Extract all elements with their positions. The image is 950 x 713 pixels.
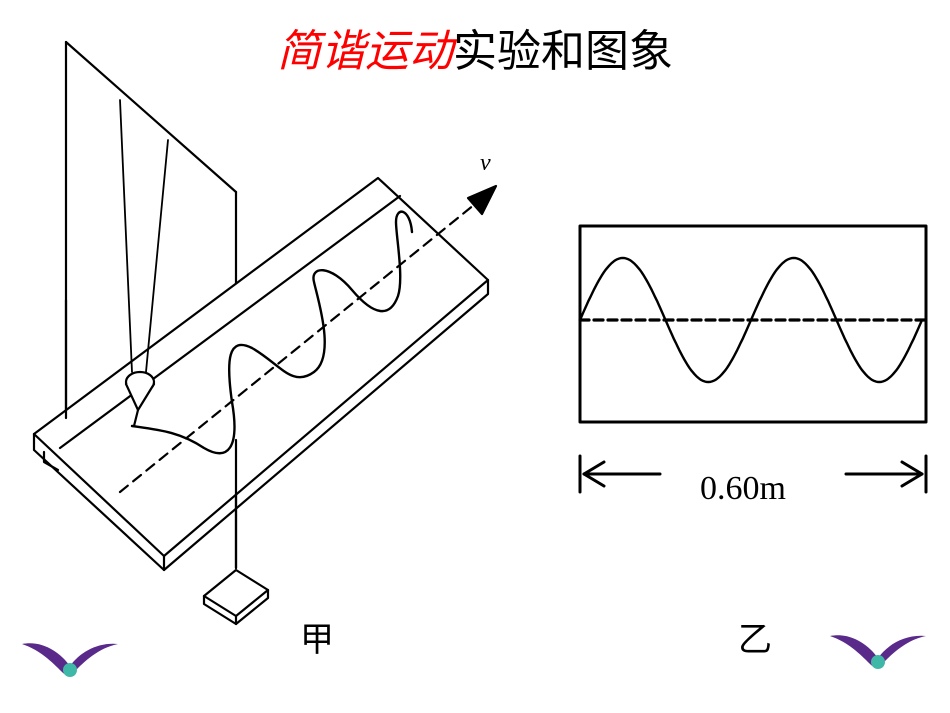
velocity-label: v — [480, 150, 491, 176]
distance-indicator — [578, 454, 928, 494]
sine-graph — [578, 224, 928, 424]
sand-trace — [130, 210, 414, 455]
pendulum-strings — [119, 99, 169, 373]
figure-label-yi: 乙 — [738, 620, 772, 660]
title-rest: 实验和图象 — [453, 26, 673, 77]
velocity-axis — [118, 184, 498, 494]
pendulum-bob — [124, 370, 156, 428]
distance-label: 0.60m — [700, 470, 786, 507]
bird-icon — [22, 643, 118, 677]
title-highlight: 简谐运动 — [277, 26, 453, 77]
page-title: 简谐运动实验和图象 — [0, 22, 950, 82]
sine-curve — [578, 256, 924, 384]
bird-icon — [830, 635, 926, 669]
paper-board — [32, 176, 490, 572]
figure-label-jia: 甲 — [300, 620, 334, 660]
weight-block — [202, 568, 270, 626]
